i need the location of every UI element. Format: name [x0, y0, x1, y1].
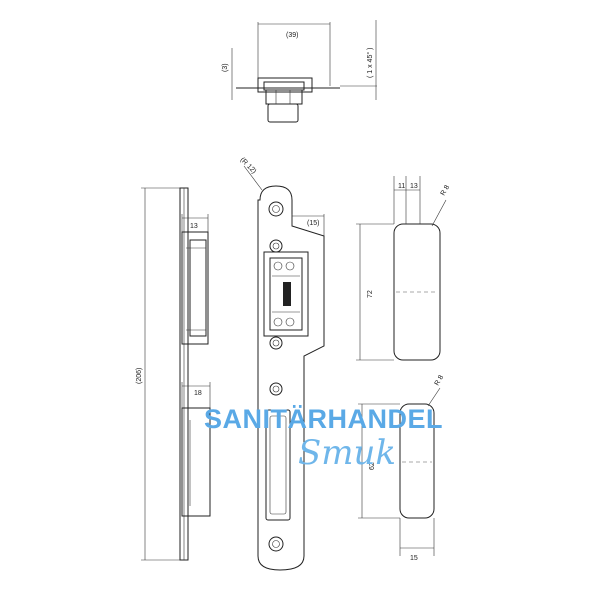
insert-bottom-view	[358, 387, 441, 556]
dim-62: 62	[369, 462, 376, 470]
strike-plate-front	[243, 165, 325, 571]
insert-top-view	[356, 176, 447, 361]
dim-3: (3)	[222, 63, 229, 72]
dim-chamfer: ( 1 x 45° )	[366, 48, 374, 78]
side-view	[141, 187, 211, 561]
dim-r12: (R 12)	[239, 156, 258, 175]
dim-39: (39)	[286, 32, 298, 39]
dim-15-bottom: 15	[410, 555, 418, 562]
dim-13-top: 13	[410, 183, 418, 190]
top-latch-view	[231, 20, 377, 123]
dim-18: 18	[194, 390, 202, 397]
dim-13-left: 13	[190, 223, 198, 230]
dim-72: 72	[367, 290, 374, 298]
watermark-line-2: Smuk	[298, 433, 396, 473]
dim-11: 11	[398, 183, 405, 190]
dim-15-top: (15)	[307, 220, 319, 227]
dim-r8-bottom: R 8	[434, 374, 446, 387]
dim-206: (206)	[136, 368, 143, 384]
watermark-line-1: SANITÄRHANDEL	[204, 404, 443, 434]
dim-r8-top: R 8	[440, 184, 452, 197]
